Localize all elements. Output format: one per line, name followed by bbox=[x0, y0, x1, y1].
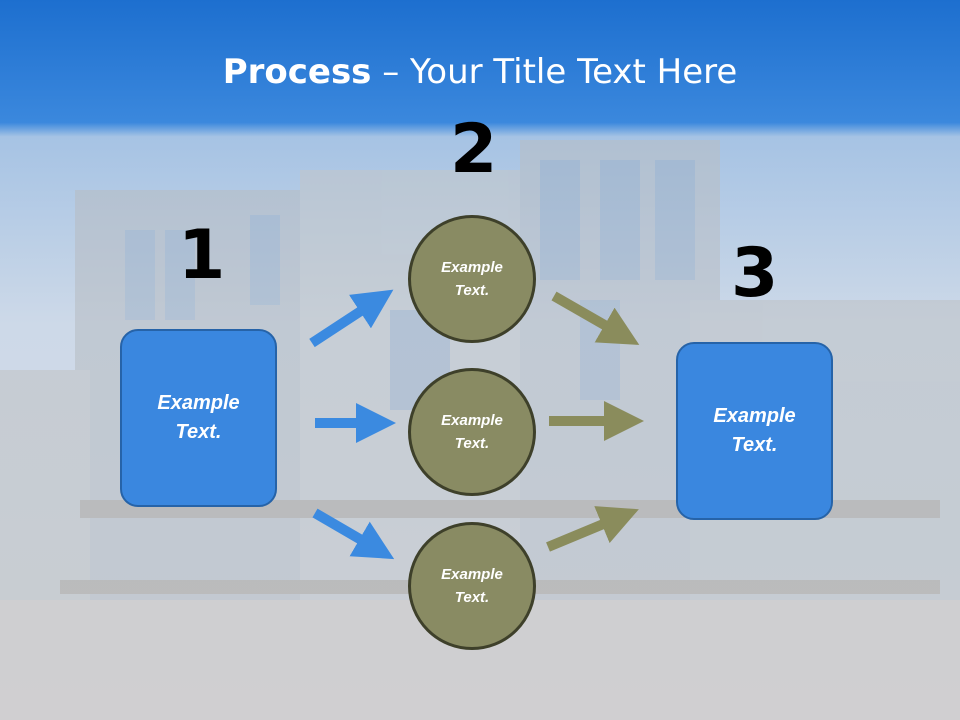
process-box-left: Example Text. bbox=[120, 329, 277, 507]
arrow-box1-to-circle-top bbox=[309, 289, 394, 348]
process-circle-top: Example Text. bbox=[408, 215, 536, 343]
arrow-circle-top-to-box3 bbox=[551, 291, 640, 345]
arrow-circle-bottom-to-box3 bbox=[546, 506, 639, 552]
process-circle-middle: Example Text. bbox=[408, 368, 536, 496]
process-box-right-text: Example Text. bbox=[713, 405, 796, 456]
process-circle-top-text: Example Text. bbox=[441, 259, 503, 299]
arrow-box1-to-circle-bottom bbox=[312, 508, 395, 560]
process-circle-middle-text: Example Text. bbox=[441, 412, 503, 452]
title-bold: Process bbox=[222, 52, 372, 92]
process-circle-bottom: Example Text. bbox=[408, 522, 536, 650]
process-circle-bottom-text: Example Text. bbox=[441, 566, 503, 606]
step-number-3: 3 bbox=[731, 234, 779, 313]
process-box-left-text: Example Text. bbox=[157, 392, 240, 443]
process-box-right: Example Text. bbox=[676, 342, 833, 520]
step-number-2: 2 bbox=[450, 110, 498, 189]
slide-title: Process – Your Title Text Here bbox=[0, 52, 960, 92]
step-number-1: 1 bbox=[178, 216, 226, 295]
title-rest: – Your Title Text Here bbox=[371, 52, 738, 92]
